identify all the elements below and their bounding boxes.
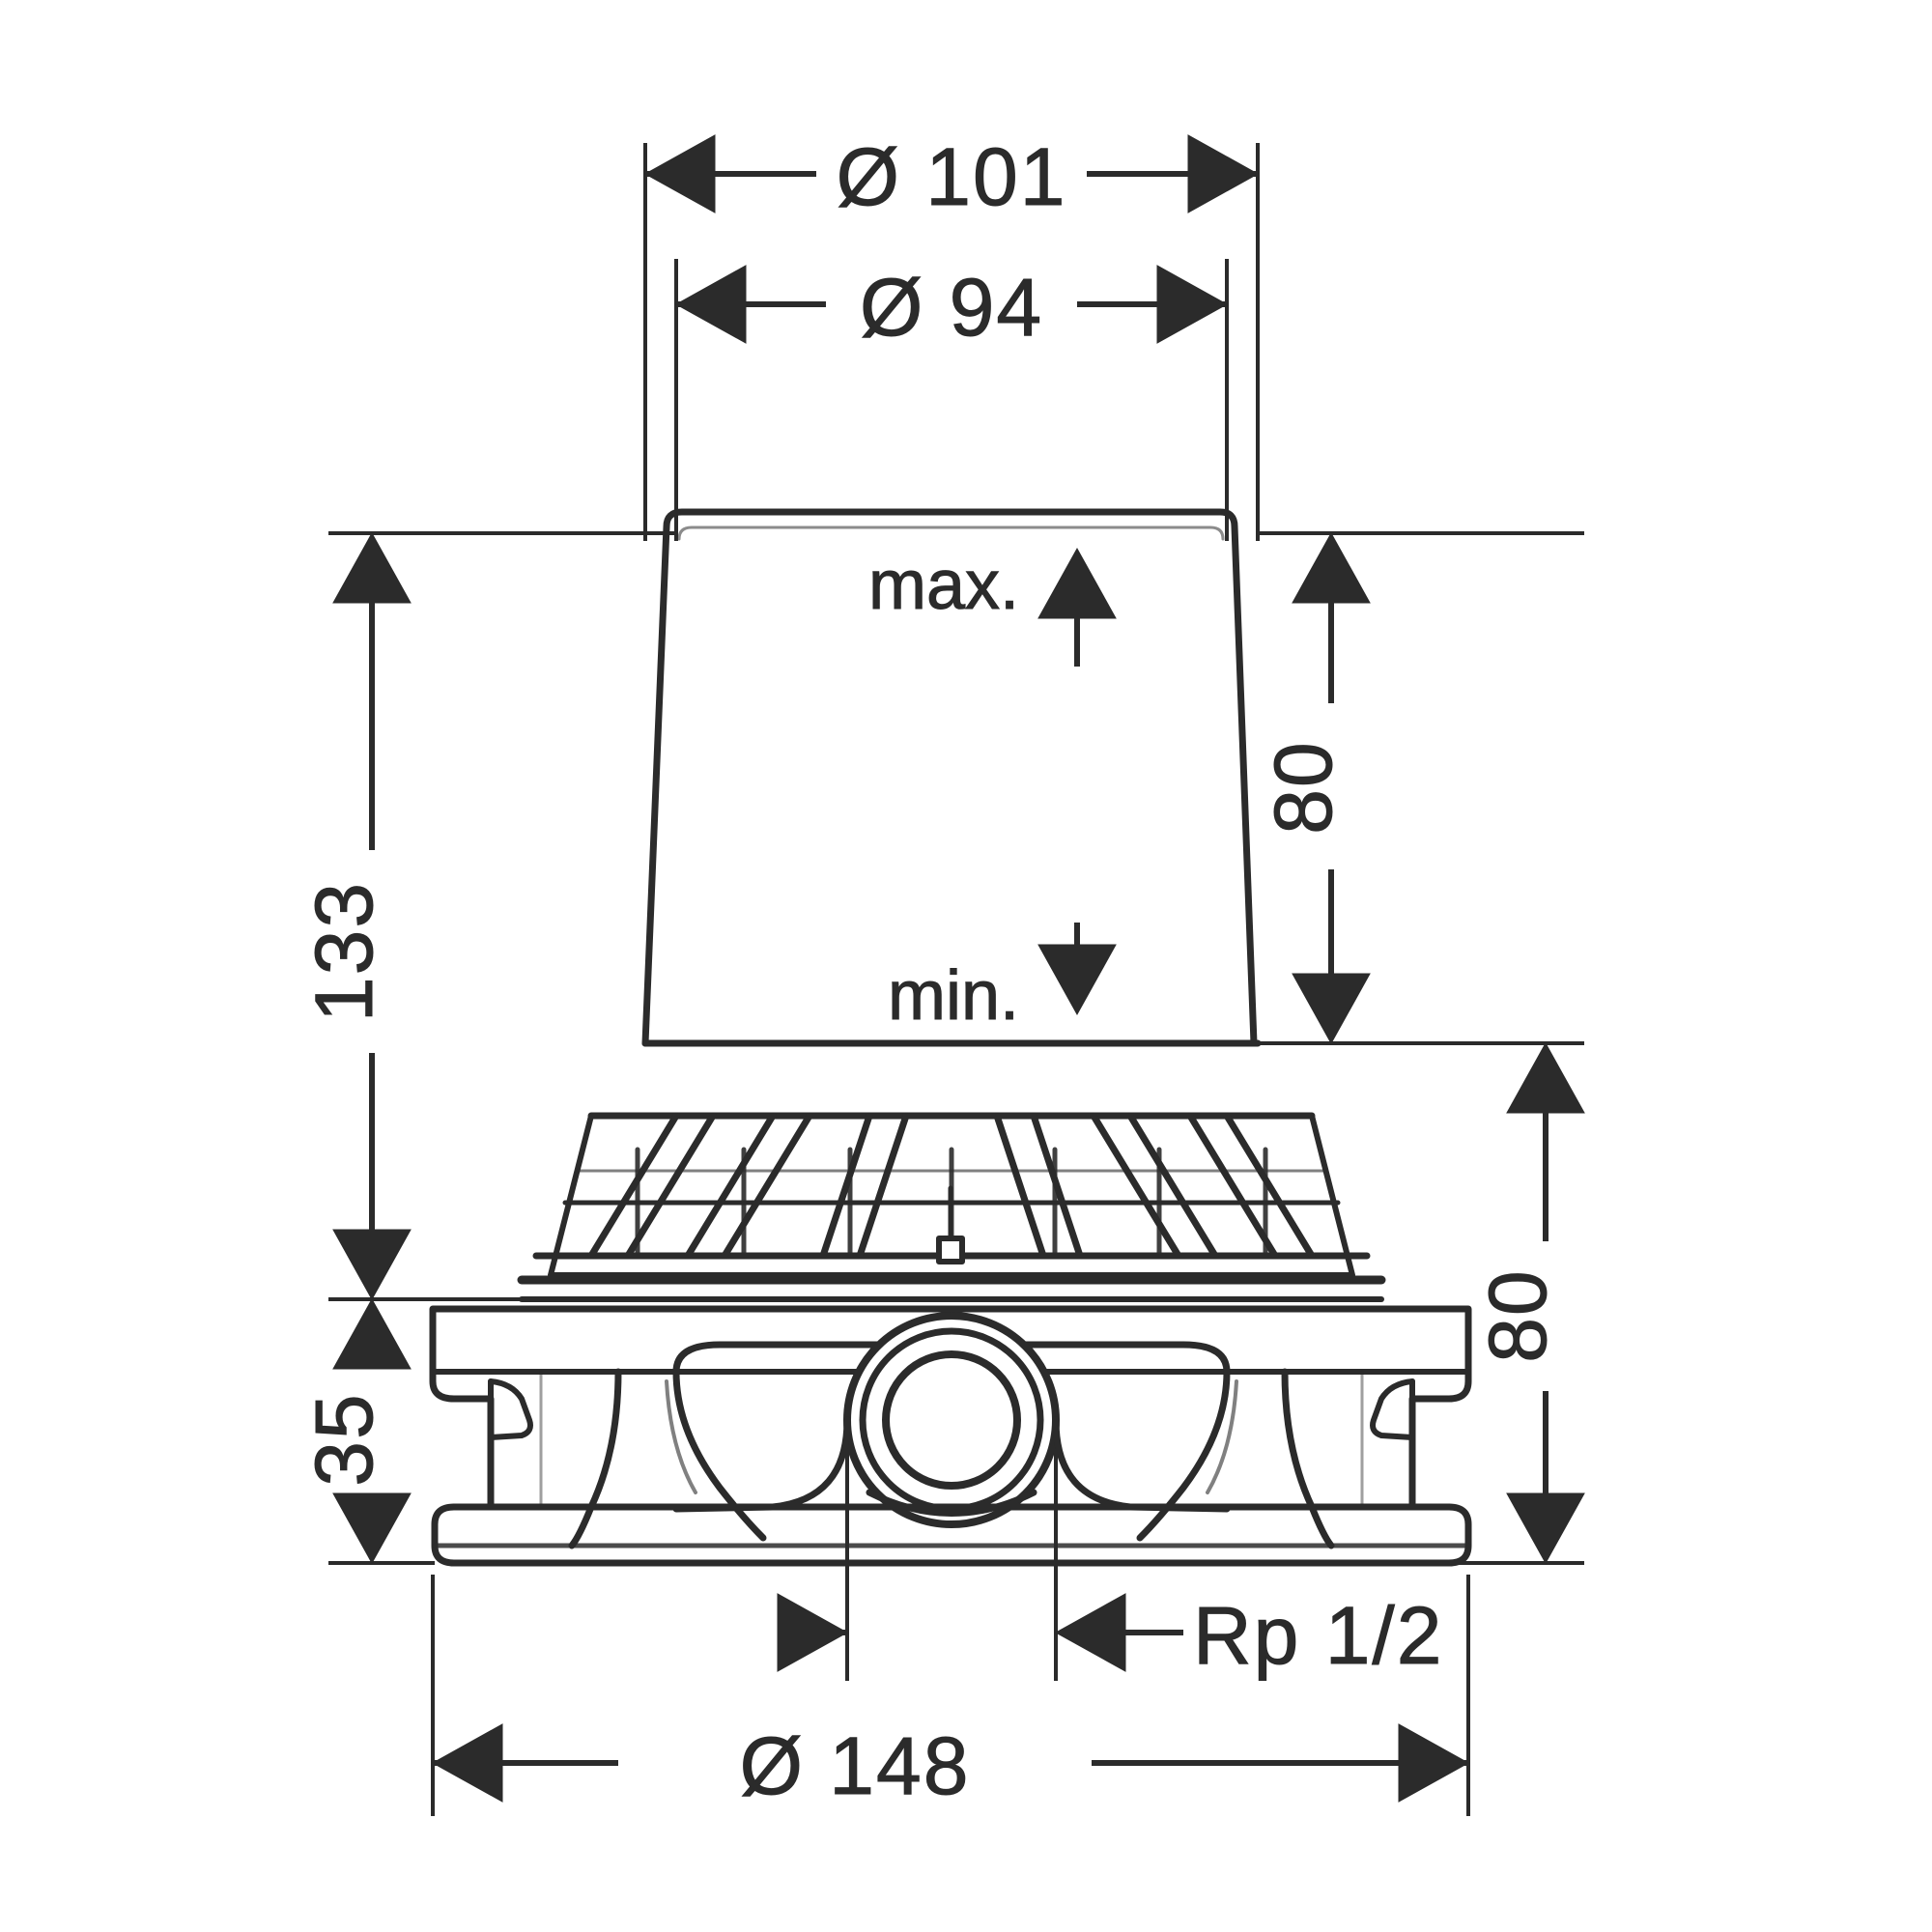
- arrowhead-right-inward: [777, 1593, 849, 1672]
- dimension-label-133: 133: [298, 881, 389, 1022]
- dimension-diameter-148: Ø 148: [431, 1720, 1470, 1812]
- arrowhead-down: [332, 1492, 412, 1565]
- dimension-label-94: Ø 94: [860, 262, 1043, 353]
- arrowhead-down: [1506, 1492, 1585, 1565]
- annotation-max: max.: [867, 547, 1117, 667]
- dimension-height-133: 133: [298, 531, 412, 1301]
- annotation-min: min.: [887, 923, 1117, 1036]
- product-geometry: [429, 508, 1472, 1567]
- annotation-label-max: max.: [868, 547, 1019, 624]
- centre-port: [672, 1312, 1231, 1528]
- dimension-diameter-101: Ø 101: [643, 131, 1260, 223]
- arrowhead-up: [332, 531, 412, 604]
- dimension-label-rp: Rp 1/2: [1193, 1590, 1444, 1681]
- arrowhead-down: [332, 1229, 412, 1301]
- valve-body: [429, 1305, 1472, 1567]
- arrowhead-right: [1156, 265, 1229, 344]
- arrowhead-down: [1292, 973, 1371, 1045]
- dimension-label-148: Ø 148: [740, 1720, 971, 1811]
- dimension-label-80-upper: 80: [1258, 740, 1349, 834]
- upper-sleeve-inner-line: [677, 526, 1225, 541]
- arrowhead-left: [431, 1723, 503, 1803]
- dimension-diameter-94: Ø 94: [674, 262, 1229, 354]
- arrowhead-left-inward: [1054, 1593, 1126, 1672]
- dimension-lines: Ø 101 Ø 94 133 35: [298, 131, 1585, 1816]
- annotation-label-min: min.: [888, 957, 1019, 1035]
- arrowhead-down: [1037, 944, 1117, 1016]
- arrowhead-up: [1037, 547, 1117, 619]
- dimension-label-101: Ø 101: [837, 131, 1067, 222]
- dimension-height-80-lower: 80: [1472, 1041, 1585, 1565]
- dimension-label-80-lower: 80: [1472, 1268, 1563, 1362]
- grid-centre-nub: [936, 1236, 965, 1264]
- dimension-height-35: 35: [298, 1297, 412, 1565]
- arrowhead-up: [1292, 531, 1371, 604]
- arrowhead-right: [1187, 134, 1260, 213]
- protective-grid: [517, 1112, 1386, 1302]
- arrowhead-right: [1398, 1723, 1470, 1803]
- arrowhead-up: [1506, 1041, 1585, 1114]
- dimension-label-35: 35: [298, 1392, 389, 1486]
- upper-sleeve-outline: [641, 508, 1258, 1047]
- dimension-height-80-upper: 80: [1258, 531, 1371, 1045]
- dimension-thread-rp: Rp 1/2: [777, 1590, 1444, 1682]
- arrowhead-left: [674, 265, 747, 344]
- arrowhead-left: [643, 134, 716, 213]
- arrowhead-up: [332, 1297, 412, 1370]
